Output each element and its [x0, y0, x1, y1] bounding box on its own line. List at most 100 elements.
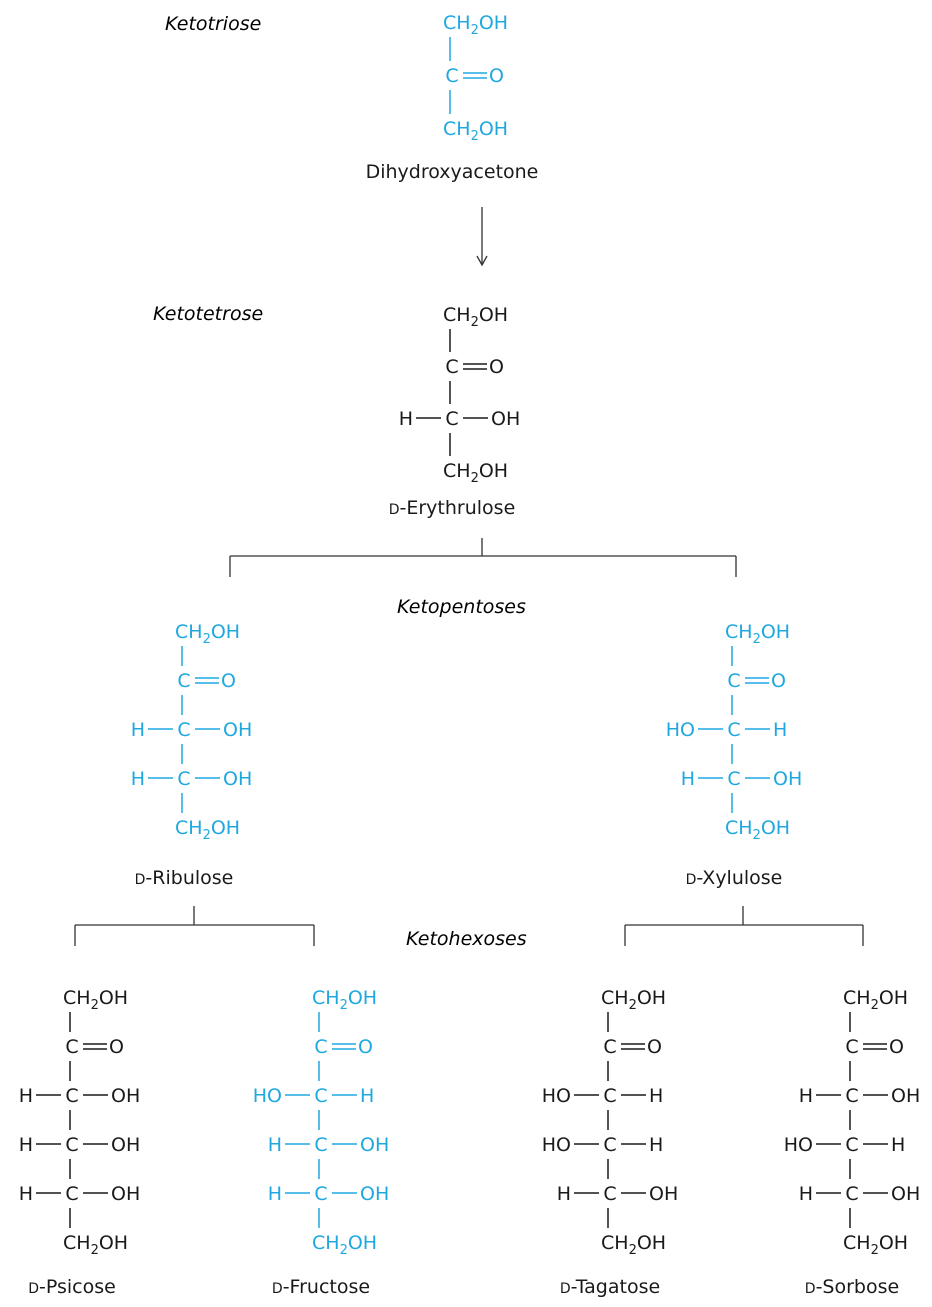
carbon-label: C	[845, 1036, 858, 1058]
molecule-name-label: D-Sorbose	[805, 1276, 899, 1298]
carbon-label: C	[177, 670, 190, 692]
carbon-label: C	[845, 1085, 858, 1107]
carbon-label: C	[65, 1085, 78, 1107]
bottom-ch2oh-label: CH2OH	[443, 118, 508, 144]
carbon-label: C	[65, 1036, 78, 1058]
carbon-label: C	[177, 719, 190, 741]
oxygen-label: O	[771, 670, 786, 692]
right-substituent-label: OH	[491, 408, 520, 430]
left-substituent-label: H	[557, 1183, 571, 1205]
left-substituent-label: H	[799, 1183, 813, 1205]
carbon-label: C	[845, 1134, 858, 1156]
left-substituent-label: H	[268, 1183, 282, 1205]
carbon-label: C	[845, 1183, 858, 1205]
left-substituent-label: H	[268, 1134, 282, 1156]
carbon-label: C	[727, 670, 740, 692]
molecule-name-label: D-Erythrulose	[389, 497, 516, 519]
right-substituent-label: OH	[111, 1183, 140, 1205]
right-substituent-label: OH	[649, 1183, 678, 1205]
carbon-label: C	[65, 1183, 78, 1205]
left-substituent-label: H	[681, 768, 695, 790]
top-ch2oh-label: CH2OH	[63, 987, 128, 1013]
right-substituent-label: OH	[111, 1085, 140, 1107]
bottom-ch2oh-label: CH2OH	[63, 1232, 128, 1258]
left-substituent-label: HO	[542, 1134, 571, 1156]
branch-xylulose-to-hexoses	[624, 906, 864, 946]
carbon-label: C	[314, 1036, 327, 1058]
branch-ribulose-to-hexoses	[74, 906, 315, 946]
right-substituent-label: H	[360, 1085, 374, 1107]
molecule-d-erythrulose: CH2OH C O C H OH CH2OH D-Erythrulose	[389, 304, 521, 519]
top-ch2oh-label: CH2OH	[312, 987, 377, 1013]
bottom-ch2oh-label: CH2OH	[843, 1232, 908, 1258]
right-substituent-label: OH	[223, 719, 252, 741]
molecule-name-label: D-Ribulose	[135, 867, 234, 889]
left-substituent-label: HO	[666, 719, 695, 741]
carbon-label: C	[445, 65, 458, 87]
top-ch2oh-label: CH2OH	[443, 304, 508, 330]
right-substituent-label: H	[649, 1085, 663, 1107]
left-substituent-label: H	[19, 1134, 33, 1156]
carbon-label: C	[727, 768, 740, 790]
carbon-label: C	[65, 1134, 78, 1156]
carbon-label: C	[314, 1183, 327, 1205]
bottom-ch2oh-label: CH2OH	[443, 460, 508, 486]
heading-ketotriose: Ketotriose	[165, 13, 261, 35]
carbon-label: C	[445, 356, 458, 378]
bottom-ch2oh-label: CH2OH	[312, 1232, 377, 1258]
left-substituent-label: H	[131, 719, 145, 741]
carbon-label: C	[603, 1134, 616, 1156]
oxygen-label: O	[221, 670, 236, 692]
branch-tetrose-to-pentoses	[229, 538, 737, 577]
right-substituent-label: OH	[360, 1134, 389, 1156]
left-substituent-label: HO	[784, 1134, 813, 1156]
molecule-name-label: Dihydroxyacetone	[366, 161, 539, 183]
left-substituent-label: H	[19, 1183, 33, 1205]
oxygen-label: O	[109, 1036, 124, 1058]
right-substituent-label: OH	[360, 1183, 389, 1205]
top-ch2oh-label: CH2OH	[843, 987, 908, 1013]
top-ch2oh-label: CH2OH	[443, 12, 508, 38]
right-substituent-label: OH	[223, 768, 252, 790]
right-substituent-label: H	[891, 1134, 905, 1156]
heading-ketotetrose: Ketotetrose	[153, 303, 263, 325]
heading-ketohexoses: Ketohexoses	[406, 928, 527, 950]
top-ch2oh-label: CH2OH	[601, 987, 666, 1013]
molecule-name-label: D-Tagatose	[560, 1276, 660, 1298]
right-substituent-label: H	[649, 1134, 663, 1156]
left-substituent-label: H	[799, 1085, 813, 1107]
carbon-label: C	[445, 408, 458, 430]
bottom-ch2oh-label: CH2OH	[175, 817, 240, 843]
oxygen-label: O	[489, 356, 504, 378]
right-substituent-label: OH	[111, 1134, 140, 1156]
oxygen-label: O	[647, 1036, 662, 1058]
carbon-label: C	[603, 1036, 616, 1058]
heading-ketopentoses: Ketopentoses	[397, 596, 526, 618]
oxygen-label: O	[889, 1036, 904, 1058]
left-substituent-label: H	[131, 768, 145, 790]
left-substituent-label: HO	[542, 1085, 571, 1107]
arrow-down	[476, 207, 488, 267]
right-substituent-label: OH	[891, 1183, 920, 1205]
top-ch2oh-label: CH2OH	[725, 621, 790, 647]
oxygen-label: O	[358, 1036, 373, 1058]
molecule-name-label: D-Xylulose	[686, 867, 783, 889]
right-substituent-label: OH	[773, 768, 802, 790]
right-substituent-label: H	[773, 719, 787, 741]
molecule-name-label: D-Fructose	[272, 1276, 370, 1298]
bottom-ch2oh-label: CH2OH	[725, 817, 790, 843]
right-substituent-label: OH	[891, 1085, 920, 1107]
carbon-label: C	[177, 768, 190, 790]
carbon-label: C	[727, 719, 740, 741]
left-substituent-label: H	[19, 1085, 33, 1107]
carbon-label: C	[314, 1085, 327, 1107]
left-substituent-label: H	[399, 408, 413, 430]
carbon-label: C	[603, 1085, 616, 1107]
bottom-ch2oh-label: CH2OH	[601, 1232, 666, 1258]
